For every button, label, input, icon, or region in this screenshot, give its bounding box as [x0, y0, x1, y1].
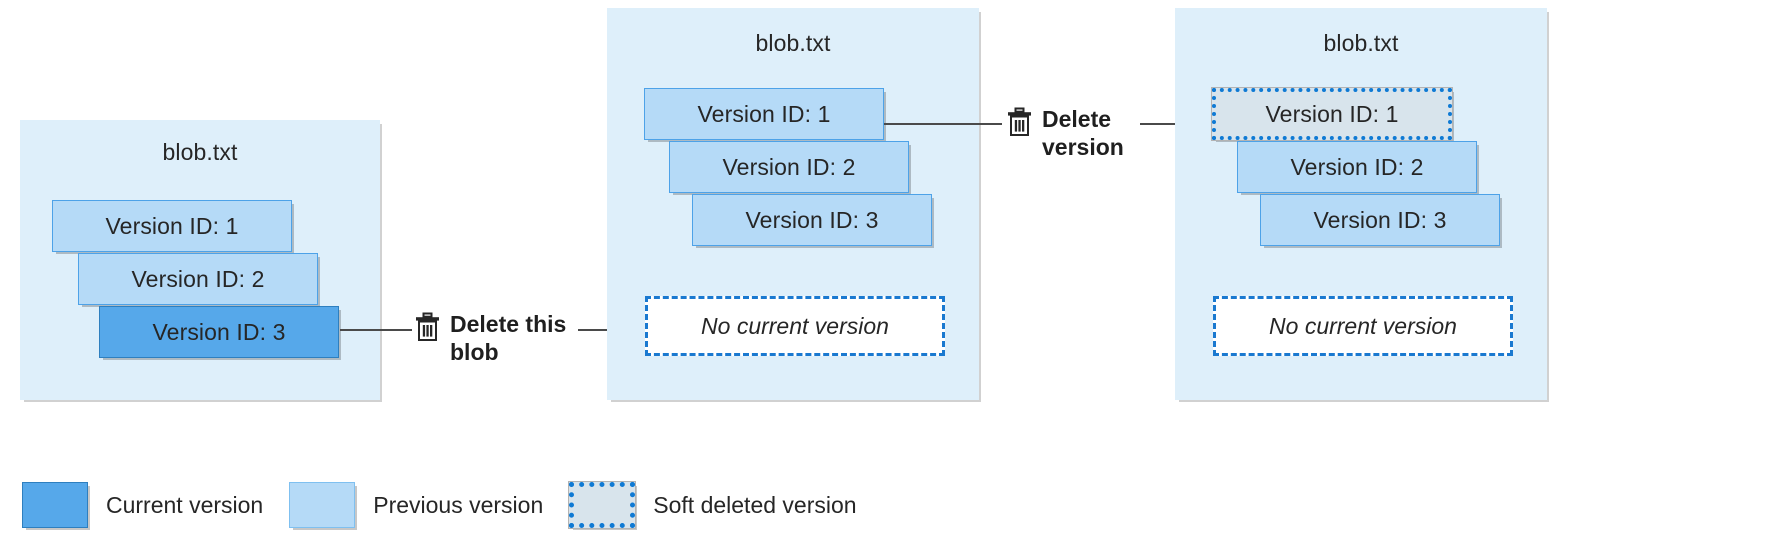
version-card-label: Version ID: 2 [1290, 153, 1424, 180]
legend-swatch-current [22, 482, 88, 528]
no-current-version-label: No current version [701, 312, 889, 339]
panel-title: blob.txt [755, 30, 831, 56]
version-card-1: Version ID: 1 [644, 88, 884, 140]
panel-after-version-delete: blob.txt Version ID: 1 Version ID: 2 Ver… [1175, 8, 1547, 400]
trash-icon [414, 312, 441, 347]
connector-line-delete-version [884, 123, 1002, 125]
panel-title: blob.txt [162, 139, 238, 165]
no-current-version-box: No current version [645, 296, 945, 356]
panel-before-delete: blob.txt Version ID: 1 Version ID: 2 Ver… [20, 120, 380, 400]
version-card-label: Version ID: 1 [697, 100, 831, 127]
version-card-label: Version ID: 1 [105, 212, 239, 239]
version-card-1: Version ID: 1 [52, 200, 292, 252]
version-card-3: Version ID: 3 [1260, 194, 1500, 246]
version-card-1: Version ID: 1 [1211, 87, 1453, 141]
legend-item-previous-version: Previous version [289, 482, 543, 528]
legend: Current version Previous version Soft de… [22, 481, 857, 529]
version-card-label: Version ID: 3 [152, 318, 286, 345]
no-current-version-label: No current version [1269, 312, 1457, 339]
version-card-2: Version ID: 2 [1237, 141, 1477, 193]
action-delete-version: Delete version [1006, 105, 1124, 161]
legend-swatch-soft-deleted [568, 481, 637, 529]
version-card-label: Version ID: 1 [1265, 100, 1399, 127]
version-card-3: Version ID: 3 [99, 306, 339, 358]
version-card-3: Version ID: 3 [692, 194, 932, 246]
version-card-label: Version ID: 3 [745, 206, 879, 233]
version-card-2: Version ID: 2 [78, 253, 318, 305]
no-current-version-box: No current version [1213, 296, 1513, 356]
panel-after-blob-delete: blob.txt Version ID: 1 Version ID: 2 Ver… [607, 8, 979, 400]
version-card-label: Version ID: 3 [1313, 206, 1447, 233]
connector-line-to-panel3 [1140, 123, 1208, 125]
panel-title: blob.txt [1323, 30, 1399, 56]
legend-swatch-previous [289, 482, 356, 528]
legend-item-current-version: Current version [22, 482, 263, 528]
action-delete-this-blob: Delete this blob [414, 310, 566, 366]
version-card-2: Version ID: 2 [669, 141, 909, 193]
legend-label: Current version [106, 491, 264, 518]
action-label: Delete this blob [450, 311, 567, 366]
action-label: Delete version [1042, 106, 1124, 161]
legend-item-soft-deleted-version: Soft deleted version [568, 481, 857, 529]
version-card-label: Version ID: 2 [131, 265, 265, 292]
trash-icon [1006, 107, 1033, 142]
connector-line-delete-blob [340, 329, 412, 331]
legend-label: Soft deleted version [653, 491, 857, 518]
version-card-label: Version ID: 2 [722, 153, 856, 180]
legend-label: Previous version [373, 491, 544, 518]
